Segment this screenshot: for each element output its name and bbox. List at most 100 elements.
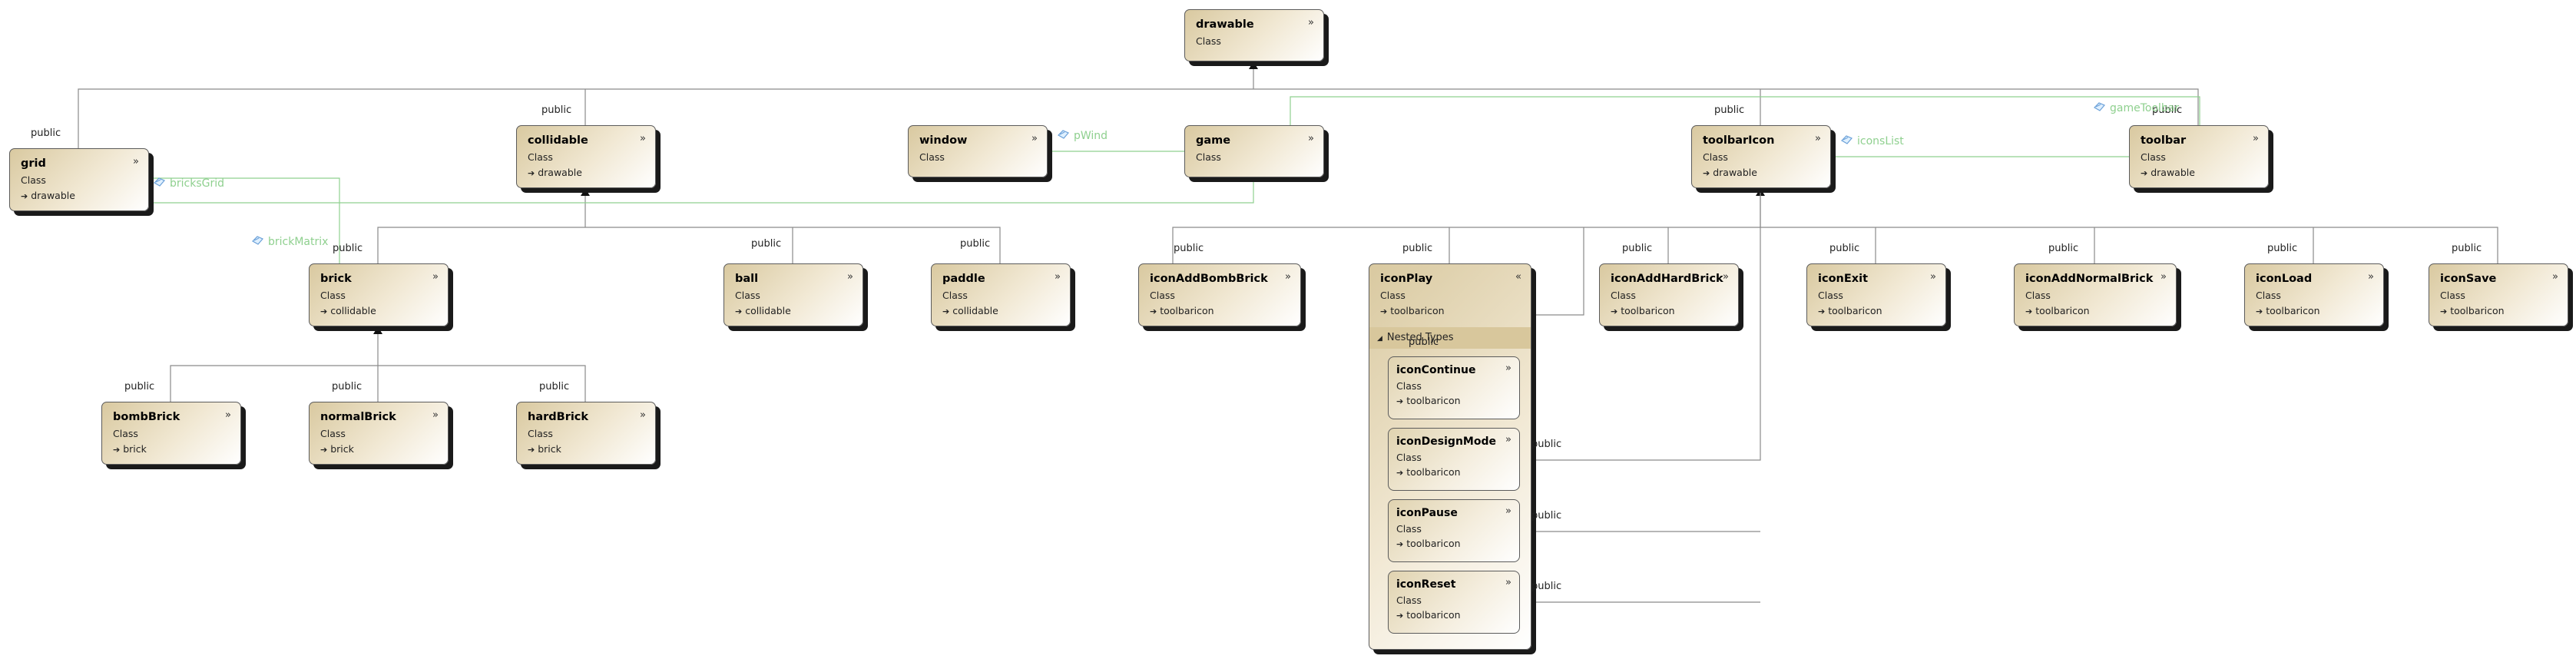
collapse-icon[interactable]: » xyxy=(1930,271,1936,283)
collapse-icon[interactable]: » xyxy=(2368,271,2374,283)
inheritance-label: public xyxy=(1409,336,1439,348)
class-iconaddhardbrick[interactable]: iconAddHardBrick Class ➔toolbaricon » xyxy=(1599,263,1739,326)
class-stereotype: Class xyxy=(735,290,760,301)
class-name: toolbarIcon xyxy=(1703,134,1775,147)
collapse-icon[interactable]: » xyxy=(1505,505,1511,517)
class-name: normalBrick xyxy=(320,411,396,423)
collapse-icon[interactable]: » xyxy=(225,409,231,421)
class-stereotype: Class xyxy=(528,428,553,439)
association-gametoolbar[interactable]: gameToolbar xyxy=(2094,102,2179,114)
collapse-icon[interactable]: » xyxy=(640,133,646,144)
association-brickmatrix[interactable]: brickMatrix xyxy=(252,236,328,248)
class-stereotype: Class xyxy=(1196,35,1221,47)
class-hardbrick[interactable]: hardBrick Class ➔brick » xyxy=(516,402,656,465)
base-class: ➔toolbaricon xyxy=(1396,538,1461,549)
inheritance-label: public xyxy=(2048,243,2079,254)
collapse-icon[interactable]: » xyxy=(1031,133,1038,144)
inheritance-label: public xyxy=(332,381,363,392)
nested-class-iconpause[interactable]: iconPause Class ➔toolbaricon » xyxy=(1388,499,1520,562)
class-name: grid xyxy=(21,157,46,170)
collapse-icon[interactable]: » xyxy=(640,409,646,421)
inheritance-arrowhead xyxy=(373,326,382,334)
collapse-icon[interactable]: » xyxy=(1723,271,1729,283)
class-stereotype: Class xyxy=(1396,380,1422,392)
class-iconload[interactable]: iconLoad Class ➔toolbaricon » xyxy=(2244,263,2384,326)
class-stereotype: Class xyxy=(2440,290,2465,301)
triangle-down-icon: ◢ xyxy=(1377,335,1382,343)
base-class: ➔collidable xyxy=(735,305,791,316)
class-stereotype: Class xyxy=(1703,151,1728,163)
nested-types-header[interactable]: ◢Nested Types xyxy=(1369,327,1531,349)
collapse-icon[interactable]: » xyxy=(432,271,439,283)
collapse-icon[interactable]: » xyxy=(133,156,139,167)
class-iconaddnormalbrick[interactable]: iconAddNormalBrick Class ➔toolbaricon » xyxy=(2014,263,2177,326)
class-drawable[interactable]: drawable Class » xyxy=(1184,9,1324,61)
class-name: iconExit xyxy=(1818,273,1869,285)
collapse-icon[interactable]: » xyxy=(1285,271,1291,283)
class-iconexit[interactable]: iconExit Class ➔toolbaricon » xyxy=(1806,263,1946,326)
class-bombbrick[interactable]: bombBrick Class ➔brick » xyxy=(101,402,241,465)
class-stereotype: Class xyxy=(1396,523,1422,535)
class-stereotype: Class xyxy=(1396,594,1422,606)
class-name: collidable xyxy=(528,134,588,147)
base-class: ➔collidable xyxy=(942,305,998,316)
class-name: paddle xyxy=(942,273,985,285)
base-class: ➔toolbaricon xyxy=(2025,305,2090,316)
association-iconslist[interactable]: iconsList xyxy=(1841,135,1904,147)
class-name: drawable xyxy=(1196,18,1254,31)
nested-class-iconreset[interactable]: iconReset Class ➔toolbaricon » xyxy=(1388,571,1520,634)
inherits-arrow-icon: ➔ xyxy=(1150,306,1157,316)
collapse-icon[interactable]: » xyxy=(2160,271,2167,283)
collapse-icon[interactable]: » xyxy=(432,409,439,421)
association-pwind[interactable]: pWind xyxy=(1058,130,1108,142)
association-bricksgrid[interactable]: bricksGrid xyxy=(154,177,224,190)
inheritance-label: public xyxy=(1531,510,1562,522)
base-class: ➔toolbaricon xyxy=(2440,305,2505,316)
class-stereotype: Class xyxy=(942,290,968,301)
collapse-icon[interactable]: » xyxy=(1815,133,1821,144)
inheritance-label: public xyxy=(31,127,61,139)
field-icon xyxy=(1841,135,1853,144)
collapse-icon[interactable]: » xyxy=(1505,434,1511,445)
class-window[interactable]: window Class » xyxy=(908,125,1048,177)
inheritance-label: public xyxy=(1531,581,1562,592)
class-ball[interactable]: ball Class ➔collidable » xyxy=(723,263,863,326)
base-class: ➔brick xyxy=(113,443,147,455)
collapse-icon[interactable]: » xyxy=(847,271,853,283)
class-name: hardBrick xyxy=(528,411,589,423)
inherits-arrow-icon: ➔ xyxy=(21,191,28,201)
class-normalbrick[interactable]: normalBrick Class ➔brick » xyxy=(309,402,449,465)
base-class: ➔toolbaricon xyxy=(1611,305,1675,316)
collapse-icon[interactable]: » xyxy=(1505,363,1511,374)
class-stereotype: Class xyxy=(1380,290,1406,301)
association-line xyxy=(149,177,340,263)
inheritance-label: public xyxy=(539,381,570,392)
field-icon xyxy=(2094,102,2105,111)
class-toolbar[interactable]: toolbar Class ➔drawable » xyxy=(2129,125,2269,188)
collapse-icon[interactable]: » xyxy=(2253,133,2259,144)
inherits-arrow-icon: ➔ xyxy=(528,168,535,178)
class-name: iconContinue xyxy=(1396,364,1476,376)
collapse-icon[interactable]: » xyxy=(1505,577,1511,588)
class-grid[interactable]: grid Class ➔drawable » xyxy=(9,148,149,211)
class-paddle[interactable]: paddle Class ➔collidable » xyxy=(931,263,1071,326)
base-class: ➔toolbaricon xyxy=(1396,466,1461,478)
collapse-icon[interactable]: » xyxy=(2552,271,2558,283)
nested-class-iconcontinue[interactable]: iconContinue Class ➔toolbaricon » xyxy=(1388,356,1520,419)
class-brick[interactable]: brick Class ➔collidable » xyxy=(309,263,449,326)
class-toolbaricon[interactable]: toolbarIcon Class ➔drawable » xyxy=(1691,125,1831,188)
expand-icon[interactable]: « xyxy=(1515,271,1521,283)
class-iconplay[interactable]: iconPlay Class ➔toolbaricon « ◢Nested Ty… xyxy=(1369,263,1531,650)
collapse-icon[interactable]: » xyxy=(1055,271,1061,283)
class-stereotype: Class xyxy=(21,174,46,186)
nested-class-icondesignmode[interactable]: iconDesignMode Class ➔toolbaricon » xyxy=(1388,428,1520,491)
inheritance-label: public xyxy=(2267,243,2298,254)
collapse-icon[interactable]: » xyxy=(1308,133,1314,144)
class-iconsave[interactable]: iconSave Class ➔toolbaricon » xyxy=(2429,263,2568,326)
class-stereotype: Class xyxy=(2025,290,2051,301)
class-collidable[interactable]: collidable Class ➔drawable » xyxy=(516,125,656,188)
class-game[interactable]: game Class » xyxy=(1184,125,1324,177)
collapse-icon[interactable]: » xyxy=(1308,17,1314,28)
class-iconaddbombbrick[interactable]: iconAddBombBrick Class ➔toolbaricon » xyxy=(1138,263,1301,326)
class-stereotype: Class xyxy=(528,151,553,163)
